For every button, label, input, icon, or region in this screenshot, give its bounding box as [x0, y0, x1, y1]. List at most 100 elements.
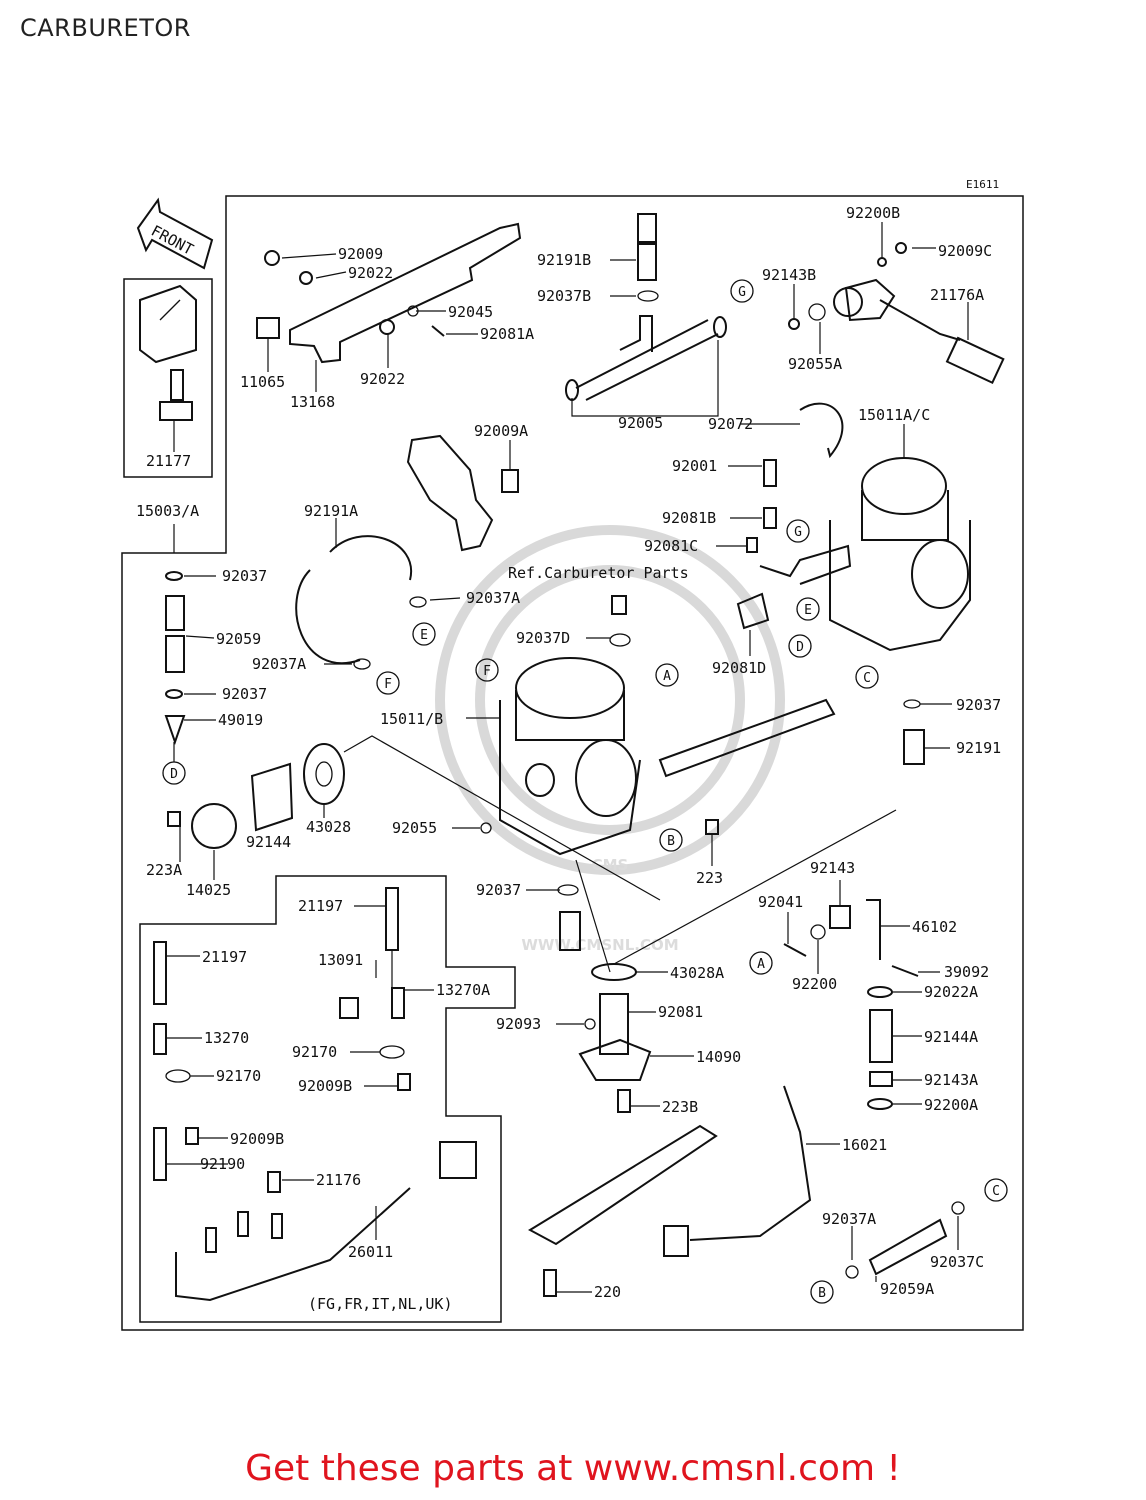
part-label: 92045 [448, 303, 493, 321]
part-label: 21197 [202, 948, 247, 966]
callout-circle: G [730, 279, 754, 303]
callout-circle: C [855, 665, 879, 689]
callout-circle: F [376, 671, 400, 695]
callout-circle: D [162, 761, 186, 785]
inset-box-21177 [123, 278, 213, 478]
part-label: 49019 [218, 711, 263, 729]
part-shapes [139, 213, 1005, 1302]
part-label: 92143A [924, 1071, 978, 1089]
part-label: 92170 [216, 1067, 261, 1085]
svg-text:F: F [483, 664, 491, 679]
promo-banner[interactable]: Get these parts at www.cmsnl.com ! [245, 1448, 901, 1489]
svg-text:A: A [757, 957, 765, 972]
leader-lines [166, 222, 969, 1293]
part-label: 43028 [306, 818, 351, 836]
part-label: 39092 [944, 963, 989, 981]
svg-text:D: D [796, 640, 804, 655]
part-label: 223B [662, 1098, 698, 1116]
front-arrow-icon: FRONT [136, 197, 214, 270]
part-label: 21176 [316, 1171, 361, 1189]
svg-text:CMS: CMS [592, 856, 629, 874]
part-label: 92170 [292, 1043, 337, 1061]
ref-note: Ref.Carburetor Parts [508, 564, 689, 582]
part-label: 21177 [146, 452, 191, 470]
callout-circle: F [475, 658, 499, 682]
part-label: 92037A [252, 655, 306, 673]
part-label: 92144A [924, 1028, 978, 1046]
part-label: 11065 [240, 373, 285, 391]
svg-text:A: A [663, 669, 671, 684]
part-label: 14025 [186, 881, 231, 899]
svg-text:F: F [384, 677, 392, 692]
callout-circle: E [796, 597, 820, 621]
part-label: 92037 [222, 567, 267, 585]
part-label: 92081C [644, 537, 698, 555]
part-label: 92022A [924, 983, 978, 1001]
part-label: 92081D [712, 659, 766, 677]
part-label: 15003/A [136, 502, 199, 520]
part-label: 21197 [298, 897, 343, 915]
svg-text:B: B [667, 834, 675, 849]
part-label: 92200 [792, 975, 837, 993]
part-label: 92009A [474, 422, 528, 440]
part-label: 92200A [924, 1096, 978, 1114]
part-label: 92191A [304, 502, 358, 520]
part-label: 223 [696, 869, 723, 887]
part-label: 92009C [938, 242, 992, 260]
part-label: 92055A [788, 355, 842, 373]
part-label: 16021 [842, 1136, 887, 1154]
part-label: 13091 [318, 951, 363, 969]
svg-text:C: C [863, 671, 871, 686]
part-label: 92037A [466, 589, 520, 607]
part-label: 92037 [956, 696, 1001, 714]
part-label: 92005 [618, 414, 663, 432]
part-label: 21176A [930, 286, 984, 304]
part-label: 92037A [822, 1210, 876, 1228]
part-label: 92041 [758, 893, 803, 911]
part-label: 92143B [762, 266, 816, 284]
part-label: 26011 [348, 1243, 393, 1261]
part-label: 15011/B [380, 710, 443, 728]
part-label: 92072 [708, 415, 753, 433]
callout-circle: E [412, 622, 436, 646]
part-label: 92190 [200, 1155, 245, 1173]
callout-circle: G [786, 519, 810, 543]
part-label: 92143 [810, 859, 855, 877]
part-label: 46102 [912, 918, 957, 936]
part-label: 92022 [348, 264, 393, 282]
svg-text:D: D [170, 767, 178, 782]
part-label: 92144 [246, 833, 291, 851]
svg-text:C: C [992, 1184, 1000, 1199]
part-label: 92037B [537, 287, 591, 305]
part-label: 92055 [392, 819, 437, 837]
part-label: 43028A [670, 964, 724, 982]
callout-circle: B [659, 828, 683, 852]
part-label: 92001 [672, 457, 717, 475]
inset-box-fg-fr [139, 875, 516, 1323]
callout-circle: D [788, 634, 812, 658]
part-label: 92081B [662, 509, 716, 527]
callout-circle: B [810, 1280, 834, 1304]
part-label: 92081 [658, 1003, 703, 1021]
part-label: 92191 [956, 739, 1001, 757]
part-label: 92022 [360, 370, 405, 388]
svg-text:E: E [420, 628, 428, 643]
page-title: CARBURETOR [20, 14, 191, 42]
part-label: 92009B [298, 1077, 352, 1095]
part-label: 92009B [230, 1130, 284, 1148]
diagram-frame [121, 195, 1024, 1331]
part-label: 13168 [290, 393, 335, 411]
part-label: 92037 [222, 685, 267, 703]
part-label: 223A [146, 861, 182, 879]
part-label: 92037C [930, 1253, 984, 1271]
part-label: 14090 [696, 1048, 741, 1066]
callout-circle: C [984, 1178, 1008, 1202]
part-label: 13270A [436, 981, 490, 999]
part-label: 92059 [216, 630, 261, 648]
part-labels: 92009 92022 92045 92081A 11065 13168 920… [136, 204, 1001, 1313]
diagram-code: E1611 [966, 178, 999, 191]
part-label: 92037 [476, 881, 521, 899]
svg-text:B: B [818, 1286, 826, 1301]
part-label: 92059A [880, 1280, 934, 1298]
